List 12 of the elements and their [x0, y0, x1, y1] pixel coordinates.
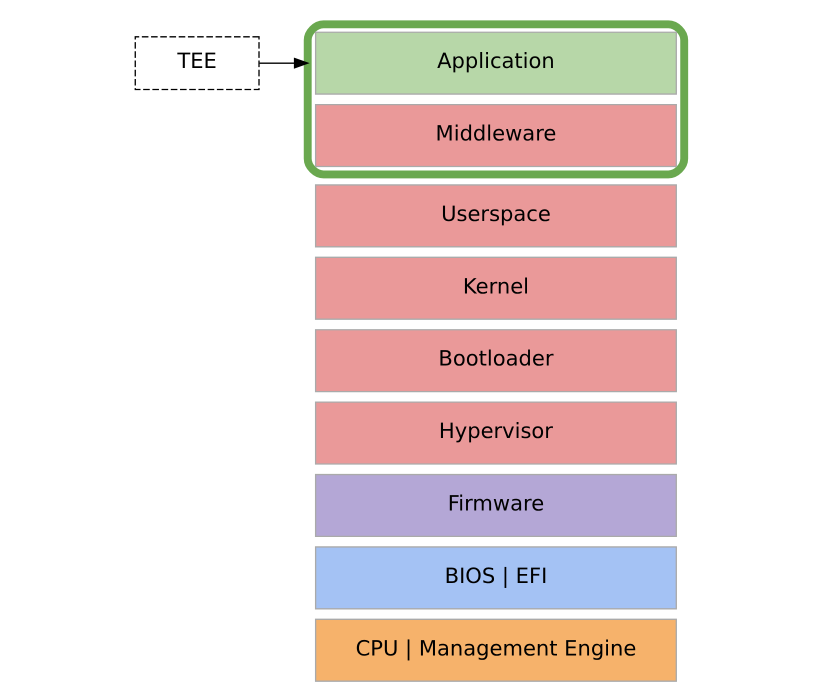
node-box: BIOS | EFI [314, 546, 676, 610]
arrow [259, 58, 310, 69]
node-box: Userspace [314, 184, 676, 248]
node-box: Bootloader [314, 329, 676, 392]
node-box: TEE [134, 36, 260, 90]
node-box: CPU | Management Engine [314, 618, 676, 682]
node-box: Middleware [314, 104, 676, 168]
node-box: Firmware [314, 474, 676, 538]
node-box: Kernel [314, 256, 676, 320]
node-box: Application [314, 32, 676, 95]
cluster [303, 20, 688, 178]
node-box: Hypervisor [314, 401, 676, 465]
